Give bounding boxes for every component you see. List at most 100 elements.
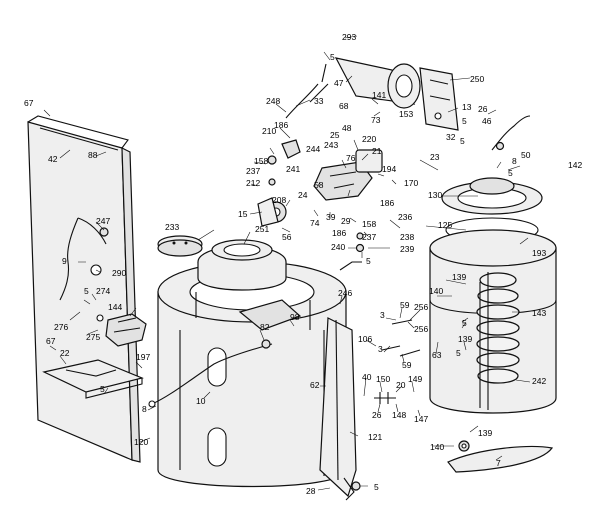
callout-28: 28 [306,486,316,496]
callout-275: 275 [86,332,100,342]
callout-220: 220 [362,134,376,144]
callout-139-c: 139 [478,428,492,438]
callout-76: 76 [346,153,356,163]
callout-293: 293 [342,32,356,42]
callout-193: 193 [532,248,546,258]
callout-143: 143 [532,308,546,318]
callout-8-b: 8 [142,404,147,414]
callout-labels: 293 5 47 250 33 141 68 153 7 3 13 26 5 24… [24,32,582,496]
flue-hood [197,239,287,291]
callout-141: 141 [372,90,386,100]
callout-5-c: 5 [460,136,465,146]
callout-274: 274 [96,286,110,296]
callout-246: 246 [338,288,352,298]
callout-5-e: 5 [366,256,371,266]
callout-125: 125 [438,220,452,230]
callout-33: 33 [314,96,324,106]
callout-212: 212 [246,178,260,188]
callout-26: 26 [478,104,488,114]
callout-59-b: 59 [402,360,412,370]
callout-158: 158 [254,156,268,166]
callout-186: 186 [274,120,288,130]
callout-82: 82 [260,322,270,332]
control-bracket [419,67,459,131]
callout-47: 47 [334,78,344,88]
callout-130: 130 [428,190,442,200]
tank-pipe [148,339,273,408]
callout-140-b: 140 [430,442,444,452]
callout-59: 59 [400,300,410,310]
callout-147: 147 [414,414,428,424]
main-tank [157,261,347,488]
callout-22: 22 [60,348,70,358]
callout-239: 239 [400,244,414,254]
callout-13: 13 [462,102,472,112]
leader-lines [43,35,531,491]
callout-5: 5 [330,52,335,62]
callout-144: 144 [108,302,122,312]
callout-25: 25 [330,130,340,140]
callout-186-c: 186 [332,228,346,238]
callout-243: 243 [324,140,338,150]
callout-251: 251 [255,224,269,234]
callout-5-b: 5 [462,116,467,126]
callout-186-b: 186 [380,198,394,208]
callout-5-i: 5 [456,348,461,358]
callout-236: 236 [398,212,412,222]
gas-valve [96,313,147,347]
callout-208: 208 [272,195,286,205]
callout-39: 39 [326,212,336,222]
callout-5-f: 5 [84,286,89,296]
callout-56: 56 [282,232,292,242]
callout-240: 240 [331,242,345,252]
callout-242: 242 [532,376,546,386]
callout-139: 139 [452,272,466,282]
callout-67: 67 [24,98,34,108]
callout-67-b: 67 [46,336,56,346]
callout-46: 46 [482,116,492,126]
callout-20: 20 [396,380,406,390]
callout-140: 140 [429,286,443,296]
callout-15: 15 [238,209,248,219]
callout-158-b: 158 [362,219,376,229]
callout-210: 210 [262,126,276,136]
callout-74: 74 [310,218,320,228]
callout-7: 7 [496,458,501,468]
callout-148: 148 [392,410,406,420]
callout-106: 106 [358,334,372,344]
callout-194: 194 [382,164,396,174]
callout-26-b: 26 [372,410,382,420]
callout-244: 244 [306,144,320,154]
cover-disc [157,235,203,257]
left-pipe [59,217,109,301]
callout-256: 256 [414,302,428,312]
callout-149: 149 [408,374,422,384]
callout-237-b: 237 [362,232,376,242]
top-ring [441,177,543,243]
callout-233: 233 [165,222,179,232]
callout-21: 21 [372,146,382,156]
base-bracket [42,359,144,399]
callout-8: 8 [512,156,517,166]
callout-241: 241 [286,164,300,174]
callout-170: 170 [404,178,418,188]
callout-3: 3 [380,310,385,320]
callout-250: 250 [470,74,484,84]
callout-58: 58 [314,180,324,190]
callout-9: 9 [62,256,67,266]
fan-cylinder [285,57,421,119]
heat-coil [476,272,520,410]
callout-153: 153 [399,109,413,119]
callout-29: 29 [341,216,351,226]
front-panel [319,317,357,501]
callout-5-d: 5 [508,168,513,178]
callout-238: 238 [400,232,414,242]
right-pipe [491,115,531,151]
callout-68: 68 [339,101,349,111]
callout-88: 88 [88,150,98,160]
callout-142: 142 [568,160,582,170]
callout-121: 121 [368,432,382,442]
callout-62: 62 [310,380,320,390]
callout-23: 23 [430,152,440,162]
